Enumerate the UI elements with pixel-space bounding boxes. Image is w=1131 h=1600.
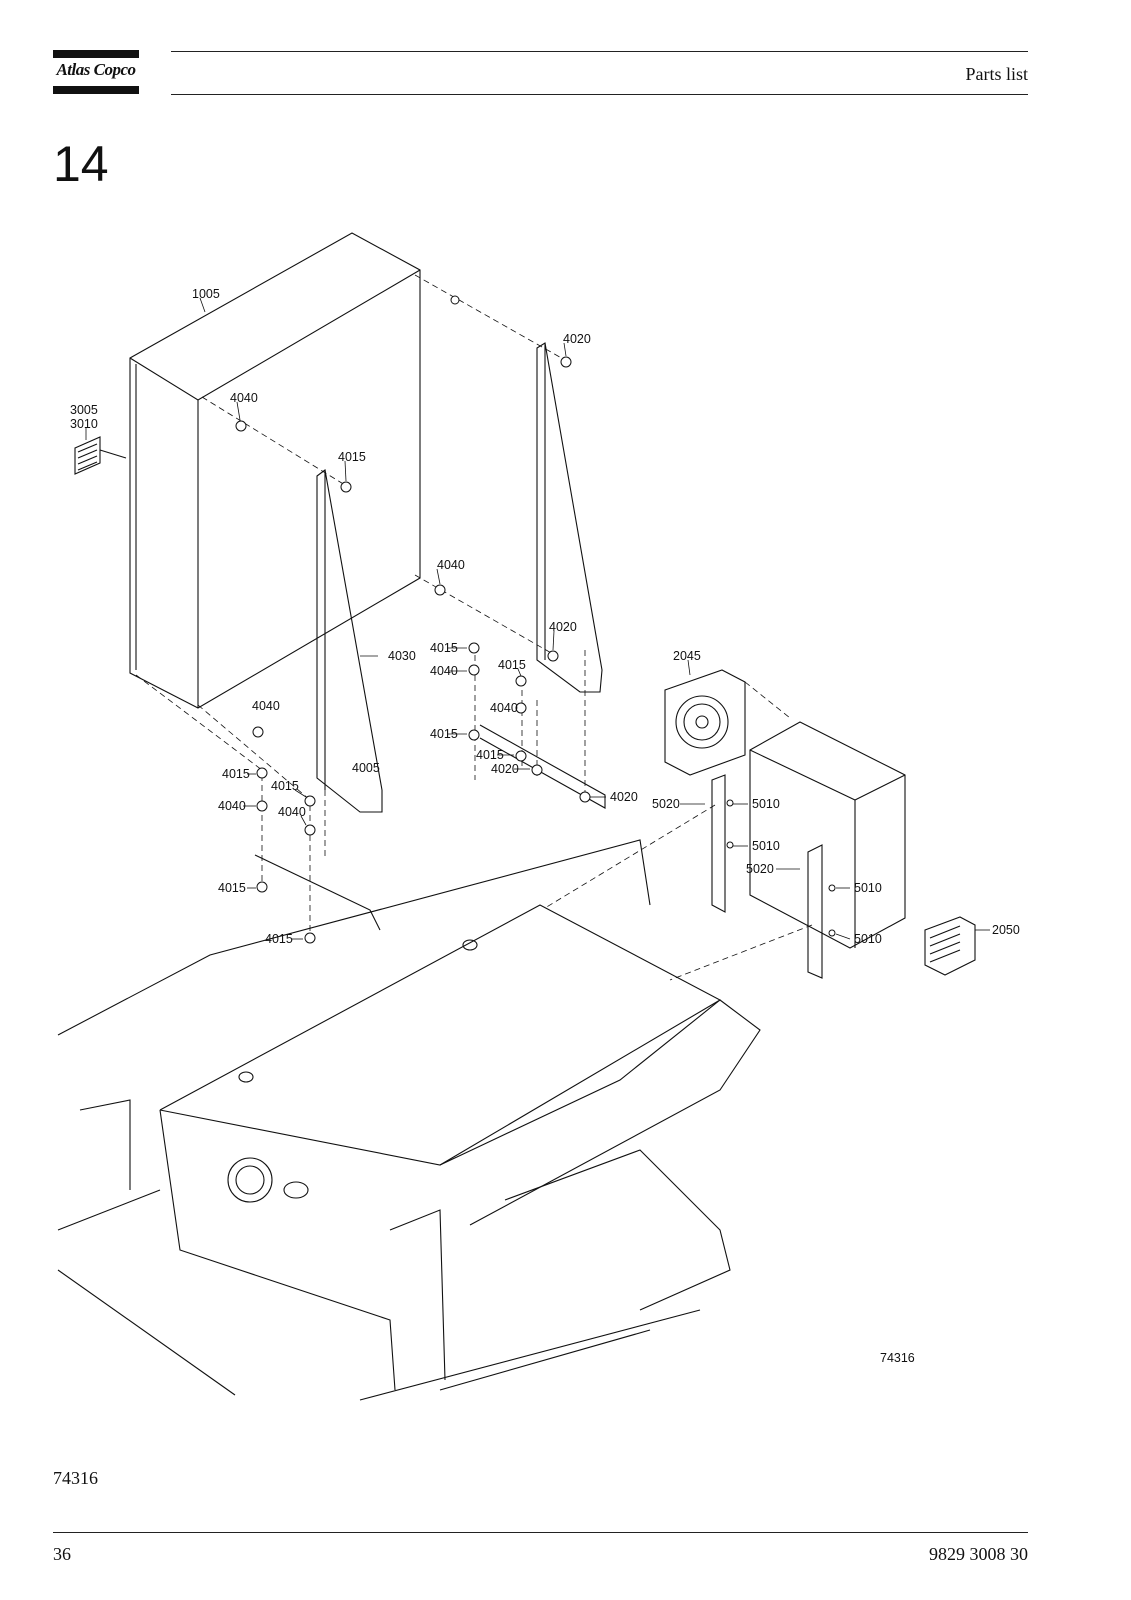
nut-4015-c bbox=[515, 675, 527, 687]
cabinet-outline bbox=[129, 232, 421, 709]
callout-4040-d: 4040 bbox=[490, 701, 518, 715]
chassis-plate-left bbox=[79, 1099, 131, 1190]
nut-4015-b bbox=[468, 642, 480, 654]
callout-4015-a: 4015 bbox=[338, 450, 366, 464]
chassis-deck bbox=[159, 904, 722, 1166]
nut-4020-a bbox=[560, 356, 572, 368]
callout-2045: 2045 bbox=[673, 649, 701, 663]
chassis-plate-right bbox=[389, 1209, 446, 1381]
callout-4020-d: 4020 bbox=[610, 790, 638, 804]
nut-4040-g bbox=[304, 824, 316, 836]
callout-4040-f: 4040 bbox=[218, 799, 246, 813]
nut-4015-e bbox=[515, 750, 527, 762]
nut-4020-b bbox=[547, 650, 559, 662]
nut-4040-c bbox=[468, 664, 480, 676]
fan-housing bbox=[664, 669, 746, 776]
nut-4020-d bbox=[579, 791, 591, 803]
callout-4015-g: 4015 bbox=[271, 779, 299, 793]
callout-4015-c: 4015 bbox=[498, 658, 526, 672]
callout-4015-f: 4015 bbox=[222, 767, 250, 781]
nut-top bbox=[450, 295, 460, 305]
screw-5010-b bbox=[726, 841, 734, 849]
header-rule-top bbox=[171, 51, 1028, 52]
nut-4015-i bbox=[304, 932, 316, 944]
callout-3010: 3010 bbox=[70, 417, 98, 431]
callout-4015-i: 4015 bbox=[265, 932, 293, 946]
filter-box bbox=[749, 721, 906, 949]
side-grille bbox=[74, 436, 101, 475]
callout-5010-b: 5010 bbox=[752, 839, 780, 853]
strip-5020-b bbox=[807, 844, 823, 979]
figure-reference: 74316 bbox=[53, 1468, 98, 1488]
callout-4040-c: 4040 bbox=[430, 664, 458, 678]
chassis-hole bbox=[227, 1157, 273, 1203]
fastener-marks bbox=[235, 295, 836, 944]
nut-4015-d bbox=[468, 729, 480, 741]
nut-4015-a bbox=[340, 481, 352, 493]
atlas-copco-logo: Atlas Copco bbox=[53, 50, 139, 94]
nut-4040-b bbox=[434, 584, 446, 596]
footer-rule bbox=[53, 1532, 1028, 1533]
callout-4020-b: 4020 bbox=[549, 620, 577, 634]
header-title: Parts list bbox=[965, 64, 1028, 84]
callout-4015-b: 4015 bbox=[430, 641, 458, 655]
callout-4040-b: 4040 bbox=[437, 558, 465, 572]
logo-wordmark: Atlas Copco bbox=[56, 60, 136, 79]
document-number: 9829 3008 30 bbox=[929, 1544, 1028, 1564]
assembly-lines bbox=[135, 274, 813, 981]
nut-4040-d bbox=[515, 702, 527, 714]
nut-4040-e bbox=[252, 726, 264, 738]
callout-4020-c: 4020 bbox=[491, 762, 519, 776]
section-number: 14 bbox=[53, 136, 109, 192]
nut-4040-f bbox=[256, 800, 268, 812]
callout-5010-d: 5010 bbox=[854, 932, 882, 946]
callout-1005: 1005 bbox=[192, 287, 220, 301]
leader-lines bbox=[85, 297, 990, 940]
support-rail-right bbox=[479, 724, 606, 809]
callout-5010-c: 5010 bbox=[854, 881, 882, 895]
logo-bar-top bbox=[53, 50, 139, 58]
callout-4015-h: 4015 bbox=[218, 881, 246, 895]
bracket-4020 bbox=[536, 342, 603, 693]
screw-5010-d bbox=[828, 929, 836, 937]
callout-2050: 2050 bbox=[992, 923, 1020, 937]
support-rail-left bbox=[254, 854, 381, 931]
page-number: 36 bbox=[53, 1544, 71, 1564]
callout-4040-a: 4040 bbox=[230, 391, 258, 405]
callout-5010-a: 5010 bbox=[752, 797, 780, 811]
screw-5010-a bbox=[726, 799, 734, 807]
callout-4020-a: 4020 bbox=[563, 332, 591, 346]
callout-4005: 4005 bbox=[352, 761, 380, 775]
fan-ring bbox=[675, 695, 729, 749]
callout-4040-e: 4040 bbox=[252, 699, 280, 713]
callout-5020-b: 5020 bbox=[746, 862, 774, 876]
callout-3005: 3005 bbox=[70, 403, 98, 417]
drawing-linework bbox=[57, 232, 976, 1401]
nut-4015-h bbox=[256, 881, 268, 893]
nut-4020-c bbox=[531, 764, 543, 776]
callout-4040-g: 4040 bbox=[278, 805, 306, 819]
nut-4015-f bbox=[256, 767, 268, 779]
callout-4015-e: 4015 bbox=[476, 748, 504, 762]
strip-5020-a bbox=[711, 774, 726, 913]
callout-4030: 4030 bbox=[388, 649, 416, 663]
callout-5020-a: 5020 bbox=[652, 797, 680, 811]
callout-labels: 1005 3005 3010 4040 4015 4020 4040 4030 … bbox=[70, 287, 1020, 1365]
callout-4015-d: 4015 bbox=[430, 727, 458, 741]
chassis-upper bbox=[57, 839, 651, 1036]
nut-4040-a bbox=[235, 420, 247, 432]
chassis-end bbox=[504, 1149, 731, 1311]
chassis-boss bbox=[283, 1181, 309, 1199]
drawing-id-label: 74316 bbox=[880, 1351, 915, 1365]
chassis-side bbox=[439, 999, 761, 1226]
logo-bar-bottom bbox=[53, 86, 139, 94]
chassis-lower bbox=[159, 1109, 396, 1391]
grille-2050 bbox=[924, 916, 976, 976]
nut-4015-g bbox=[304, 795, 316, 807]
header-rule-bottom bbox=[171, 94, 1028, 95]
screw-5010-c bbox=[828, 884, 836, 892]
